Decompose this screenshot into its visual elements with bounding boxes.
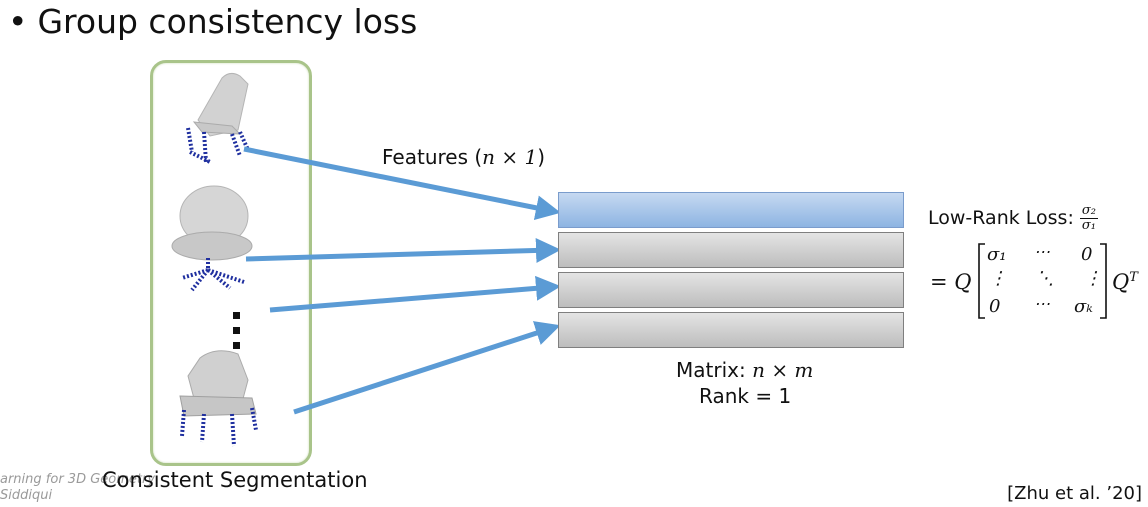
equation-rhs: QT (1112, 270, 1138, 294)
matrix-caption: Matrix: n × m Rank = 1 (676, 357, 826, 409)
chair-point-cloud-icon (171, 185, 253, 292)
matrix-cell: ⋯ (1034, 242, 1050, 261)
features-label: Features (n × 1) (382, 145, 545, 169)
matrix-cell: σ₁ (987, 244, 1007, 265)
arrow-4 (293, 321, 561, 415)
matrix-cell: ⋱ (1036, 268, 1054, 289)
bullet-icon: • (8, 2, 28, 41)
matrix-cell: ⋮ (989, 268, 1007, 289)
matrix-cell: ⋮ (1084, 268, 1102, 289)
feature-row (558, 232, 904, 268)
slide-title: •Group consistency loss (8, 2, 417, 42)
features-suffix: ) (537, 145, 546, 169)
matrix-left-bracket (978, 243, 985, 319)
citation: [Zhu et al. ’20] (1007, 483, 1142, 504)
footer-line-2: Siddiqui (0, 488, 53, 503)
rank-label: Rank = 1 (699, 384, 792, 408)
equation-lhs: = Q (930, 270, 972, 294)
footer-line-1: arning for 3D Geometry (0, 472, 156, 487)
arrow-3 (269, 275, 561, 313)
shape-group-box (150, 60, 312, 466)
matrix-cell: ⋯ (1034, 294, 1050, 313)
arrow-1 (243, 146, 561, 221)
matrix-cell: σₖ (1074, 296, 1093, 317)
loss-text: Low-Rank Loss: (928, 207, 1080, 229)
chair-point-cloud-icon (186, 72, 250, 164)
features-prefix: Features ( (382, 145, 483, 169)
group-label: Consistent Segmentation (102, 468, 368, 492)
features-expr: n × 1 (482, 145, 538, 169)
matrix-cell: 0 (1081, 244, 1093, 265)
matrix-size-label: Matrix: n × m (676, 358, 814, 382)
arrow-2 (245, 237, 561, 263)
slide-title-text: Group consistency loss (37, 2, 418, 41)
vertical-ellipsis-icon (233, 312, 240, 349)
matrix-right-bracket (1100, 243, 1107, 319)
footer-note: arning for 3D Geometry Siddiqui (0, 472, 155, 504)
feature-row (558, 272, 904, 308)
chair-point-cloud-icon (179, 350, 258, 447)
feature-row-highlight (558, 192, 904, 228)
matrix-cell: 0 (989, 296, 1001, 317)
feature-row (558, 312, 904, 348)
